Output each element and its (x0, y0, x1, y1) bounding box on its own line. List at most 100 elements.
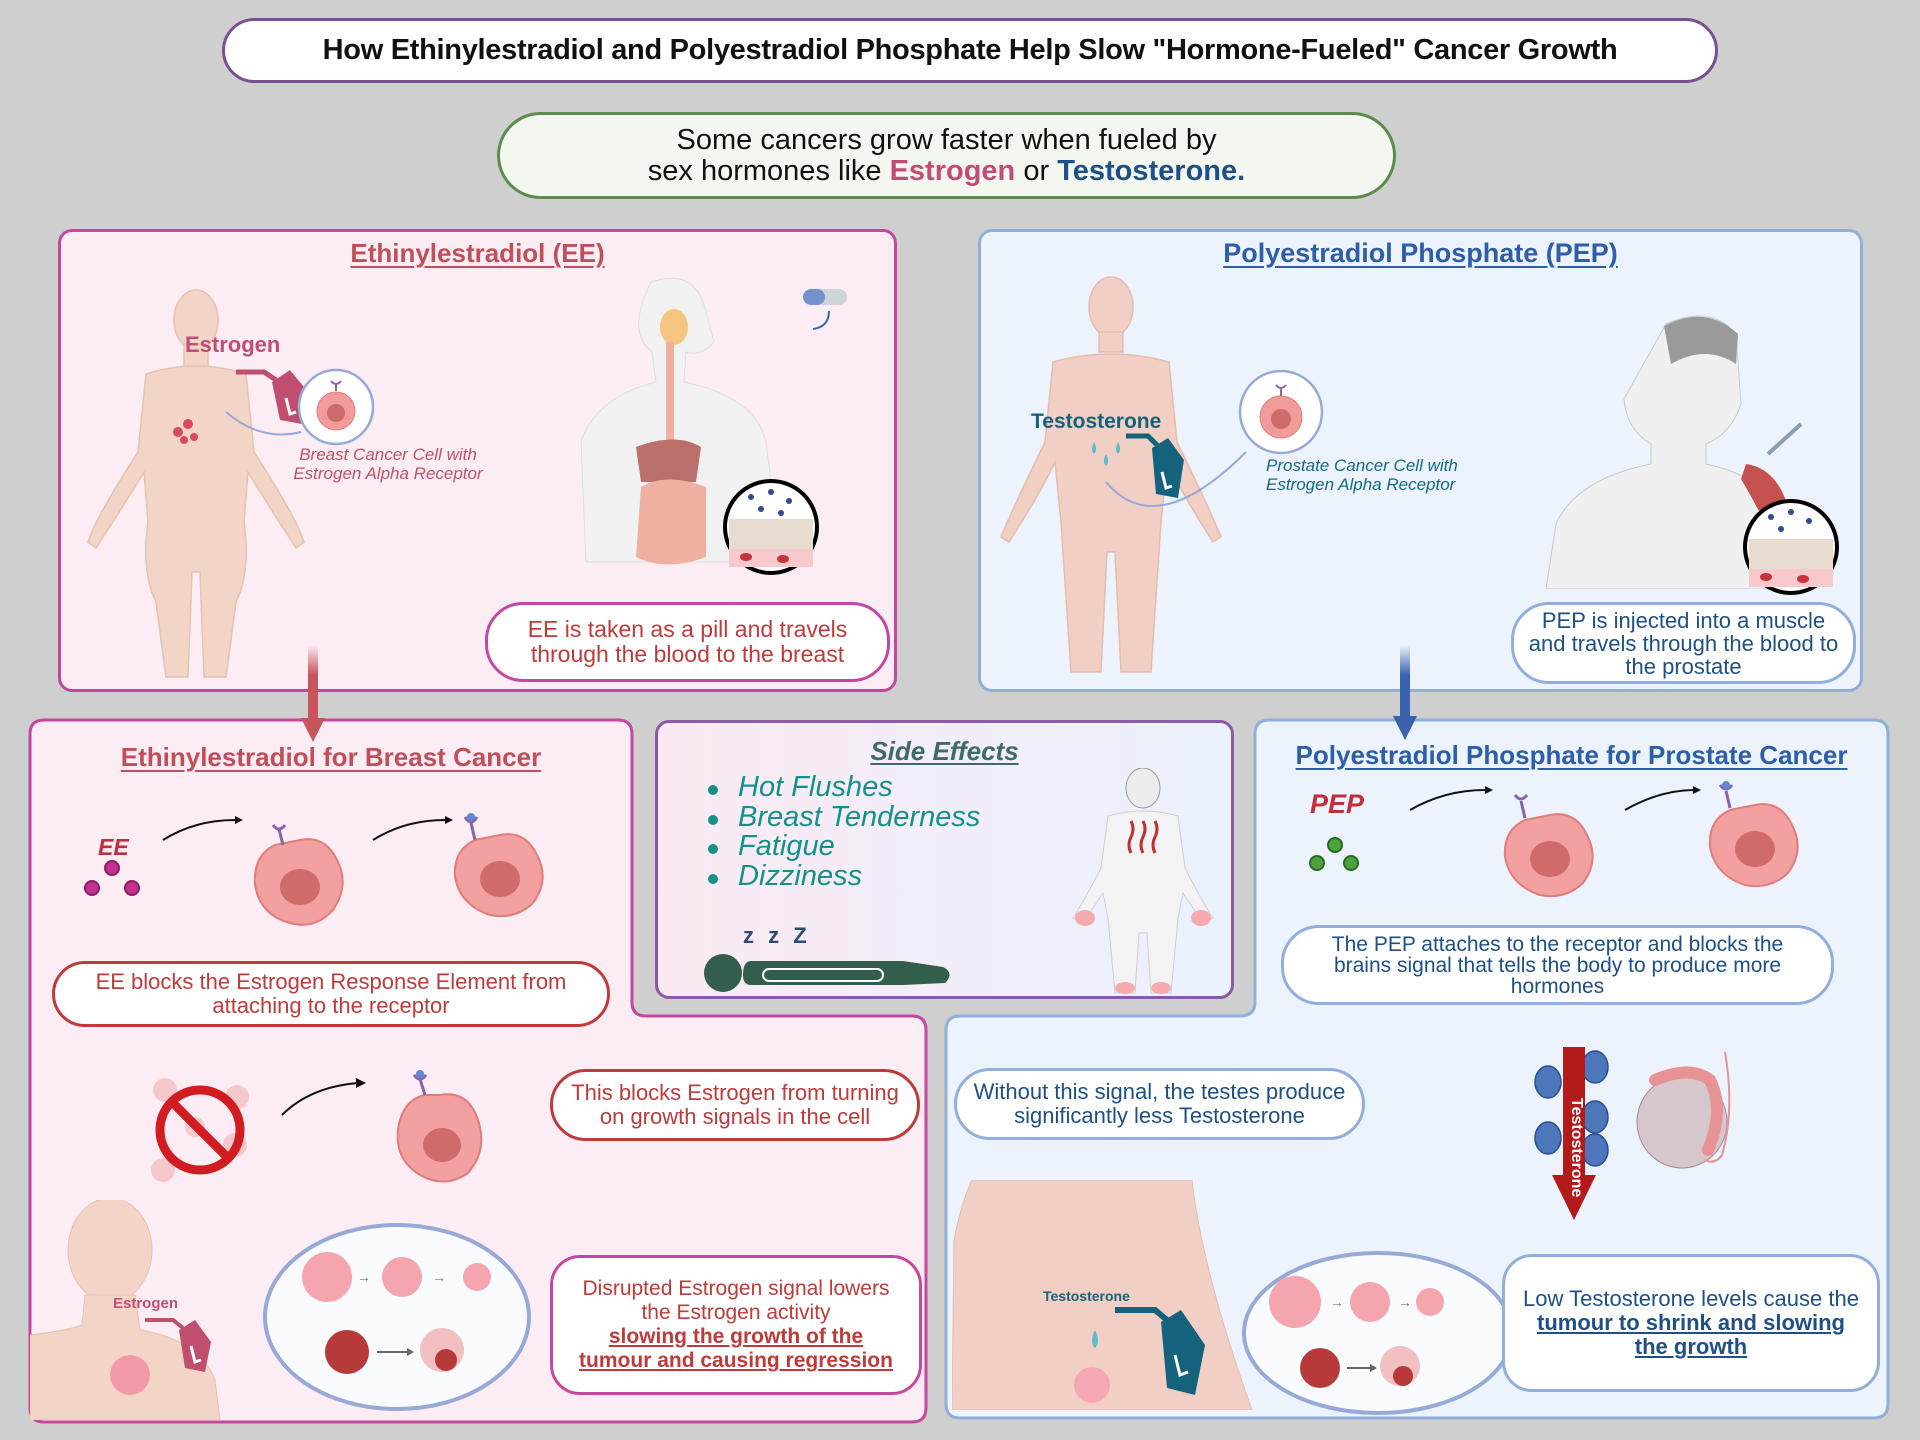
fatigue-sleeping-person-icon (704, 954, 950, 992)
hot-flush-body-icon (1072, 768, 1214, 994)
ee-step3-line1: Disrupted Estrogen signal lowers (582, 1277, 890, 1300)
side-effect-item: Fatigue (708, 831, 980, 862)
female-body-icon (87, 289, 305, 678)
side-effect-item: Breast Tenderness (708, 802, 980, 833)
side-effect-item: Dizziness (708, 861, 980, 892)
pep-binding-arrows (1409, 786, 1701, 811)
ee-step1-line2: attaching to the receptor (212, 993, 450, 1018)
pep-molecules-icon (1309, 837, 1359, 871)
ee-step3-emphasis-2: tumour and causing regression (579, 1349, 893, 1372)
absorption-zoom-icon (723, 479, 819, 575)
no-estrogen-prohibited-icon (151, 1078, 249, 1182)
ee-cell-caption: Breast Cancer Cell with Estrogen Alpha R… (283, 445, 493, 483)
digestive-system-icon (580, 277, 782, 565)
pep-step3-emphasis-2: the growth (1634, 1334, 1748, 1359)
svg-text:→: → (1398, 1294, 1412, 1310)
ee-step1-bubble: EE blocks the Estrogen Response Element … (52, 961, 610, 1027)
pep-step2-line2: significantly less Testosterone (1014, 1103, 1305, 1128)
intro-estrogen: Estrogen (889, 155, 1016, 187)
pep-step2-line1: Without this signal, the testes produce (973, 1079, 1346, 1104)
pep-step1-bubble: The PEP attaches to the receptor and blo… (1281, 925, 1834, 1005)
ee-step2-bubble: This blocks Estrogen from turning on gro… (550, 1069, 920, 1141)
pep-step1-line3: hormones (1510, 974, 1605, 998)
cancer-cell-empty-receptor-icon (253, 824, 344, 926)
ee-caption-line1: Breast Cancer Cell with (299, 445, 477, 464)
svg-text:→: → (1330, 1294, 1344, 1310)
main-title: How Ethinylestradiol and Polyestradiol P… (322, 34, 1618, 66)
side-effects-title: Side Effects (870, 736, 1019, 766)
female-torso-icon (30, 1200, 221, 1420)
testosterone-decrease-arrow (1534, 1047, 1609, 1220)
ee-caption-line2: Estrogen Alpha Receptor (293, 464, 483, 483)
pep-overview-panel: Polyestradiol Phosphate (PEP) Testostero… (978, 229, 1863, 692)
ee-breast-section: Ethinylestradiol for Breast Cancer (30, 720, 632, 772)
pep-body-testosterone-label: Testosterone (1043, 1288, 1130, 1304)
ee-step2-line1: This blocks Estrogen from turning (571, 1080, 899, 1105)
testis-icon (1636, 1051, 1731, 1169)
pep-down-arrow-head (1393, 716, 1417, 740)
connector-line (1105, 451, 1247, 507)
cancer-cell-icon (396, 1070, 483, 1183)
pep-panel-title: Polyestradiol Phosphate (PEP) (1223, 238, 1618, 268)
connector-line (225, 411, 302, 436)
arrow-icon (281, 1078, 366, 1116)
pep-step3-bubble: Low Testosterone levels cause the tumour… (1502, 1254, 1880, 1392)
ee-breast-title: Ethinylestradiol for Breast Cancer (120, 742, 542, 772)
ee-step3-bubble: Disrupted Estrogen signal lowers the Est… (550, 1255, 922, 1395)
svg-text:→: → (432, 1269, 446, 1285)
arrow-icon (162, 819, 236, 841)
cancer-cell-bound-receptor-icon (453, 813, 544, 918)
pep-step3-line1: Low Testosterone levels cause the (1523, 1286, 1859, 1311)
arrow-icon (1624, 789, 1696, 811)
ee-estrogen-label: Estrogen (185, 332, 281, 357)
ee-route-line1: EE is taken as a pill and travels (527, 616, 848, 642)
pep-prostate-title: Polyestradiol Phosphate for Prostate Can… (1295, 740, 1848, 770)
intro-or: or (1023, 155, 1050, 187)
male-body-icon (1000, 276, 1222, 673)
ee-panel-title: Ethinylestradiol (EE) (350, 238, 605, 268)
pep-molecule-label: PEP (1310, 789, 1365, 819)
svg-text:→: → (357, 1269, 371, 1285)
breast-cancer-cell-icon (297, 368, 375, 446)
tumour-regression-zoom-icon: →→ (263, 1223, 531, 1411)
ee-route-line2: through the blood to the breast (530, 641, 845, 667)
sleep-z-icon: z z Z (743, 923, 811, 948)
pep-caption-line2: Estrogen Alpha Receptor (1266, 475, 1456, 494)
pep-step2-bubble: Without this signal, the testes produce … (954, 1068, 1365, 1140)
pep-caption-line1: Prostate Cancer Cell with (1266, 456, 1458, 475)
pep-cell-caption: Prostate Cancer Cell with Estrogen Alpha… (1266, 456, 1496, 494)
ee-binding-sequence (162, 816, 453, 841)
hormone-pump-icon (145, 1318, 211, 1372)
side-effects-panel: Side Effects Hot Flushes Breast Tenderne… (655, 720, 1234, 999)
intro-testosterone: Testosterone. (1057, 155, 1246, 187)
ee-step1-line1: EE blocks the Estrogen Response Element … (95, 969, 567, 994)
pep-testosterone-label: Testosterone (1031, 410, 1162, 433)
cancer-cell-bound-receptor-icon (1708, 781, 1799, 888)
testosterone-pump-icon (1092, 433, 1184, 498)
capsule-pill-icon (803, 289, 847, 330)
side-effect-item: Hot Flushes (708, 772, 980, 803)
absorption-zoom-icon (1743, 499, 1839, 595)
ee-down-arrow-shaft (308, 645, 318, 720)
pep-step3-emphasis-1: tumour to shrink and slowing (1537, 1310, 1845, 1335)
ee-step3-emphasis-1: slowing the growth of the (608, 1325, 864, 1348)
pep-step1-line1: The PEP attaches to the receptor and blo… (1331, 932, 1784, 956)
intro-prefix: sex hormones like (647, 155, 882, 187)
pep-route-bubble: PEP is injected into a muscle and travel… (1511, 602, 1856, 684)
pep-route-line3: the prostate (1625, 653, 1742, 679)
prostate-cancer-cell-icon (1238, 369, 1324, 455)
pep-route-line2: and travels through the blood to (1528, 630, 1839, 656)
ee-step2-line2: on growth signals in the cell (599, 1104, 871, 1129)
intro-line-1: Some cancers grow faster when fueled by (676, 124, 1217, 156)
pep-step1-line2: brains signal that tells the body to pro… (1333, 953, 1782, 977)
side-effects-list: Hot Flushes Breast Tenderness Fatigue Di… (708, 772, 980, 892)
ee-molecules-icon (84, 860, 140, 896)
testosterone-arrow-label: Testosterone (1568, 1098, 1585, 1198)
testosterone-pump-icon (1092, 1307, 1205, 1395)
tumour-regression-zoom-icon: →→ (1242, 1251, 1514, 1415)
ee-overview-panel: Ethinylestradiol (EE) Estrogen Breast Ca… (58, 229, 897, 692)
arrow-icon (372, 819, 446, 841)
ee-body-estrogen-label: Estrogen (113, 1295, 179, 1312)
pep-down-arrow-shaft (1400, 645, 1410, 720)
cancer-cell-empty-receptor-icon (1503, 794, 1594, 898)
